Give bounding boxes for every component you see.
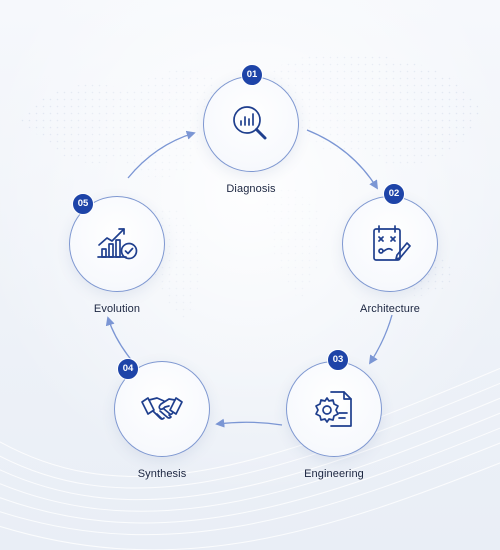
background-waves	[0, 367, 500, 550]
arrow-2-to-3	[369, 314, 393, 365]
step-engineering: 03 Engineering	[286, 349, 382, 480]
step-label: Diagnosis	[226, 183, 276, 195]
arrow-5-to-1	[127, 130, 196, 179]
step-circle	[69, 196, 165, 292]
step-number-badge: 04	[117, 358, 139, 380]
step-synthesis: 04 Synthesis	[114, 358, 210, 480]
strategy-board-icon	[367, 221, 413, 267]
step-circle	[342, 196, 438, 292]
step-diagnosis: 01 Diagnosis	[203, 64, 299, 195]
arrow-3-to-4	[215, 418, 283, 428]
arrow-1-to-2	[306, 129, 378, 190]
step-label: Synthesis	[137, 468, 187, 480]
step-label: Architecture	[360, 303, 420, 315]
step-number-badge: 03	[327, 349, 349, 371]
handshake-icon	[139, 386, 185, 432]
magnifier-chart-icon	[228, 101, 274, 147]
step-number-badge: 05	[72, 193, 94, 215]
growth-chart-icon	[94, 221, 140, 267]
step-number-badge: 01	[241, 64, 263, 86]
step-circle	[286, 361, 382, 457]
step-evolution: 05 Evolution	[69, 193, 165, 315]
step-label: Evolution	[93, 303, 141, 315]
step-architecture: 02 Architecture	[342, 183, 438, 315]
step-label: Engineering	[304, 468, 364, 480]
gear-document-icon	[311, 386, 357, 432]
step-number-badge: 02	[383, 183, 405, 205]
